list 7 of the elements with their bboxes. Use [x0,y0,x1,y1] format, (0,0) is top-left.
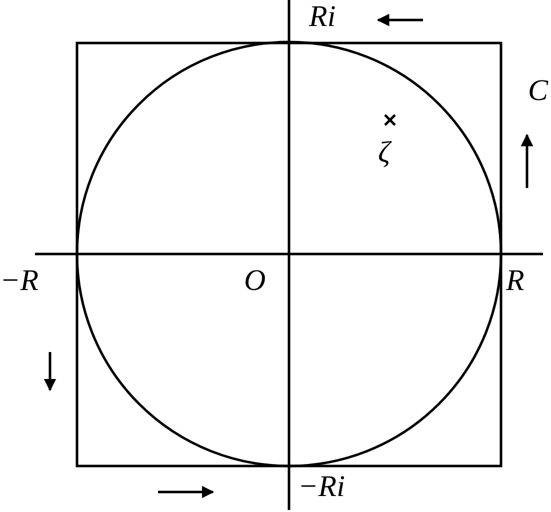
contour-label: C [528,76,548,106]
axis-label: −R [0,266,39,296]
axis-label: Ri [309,2,336,32]
axis-label: −Ri [298,472,345,502]
point-label: ζ [378,138,390,168]
origin-label: O [244,266,266,296]
axis-label: R [506,266,524,296]
